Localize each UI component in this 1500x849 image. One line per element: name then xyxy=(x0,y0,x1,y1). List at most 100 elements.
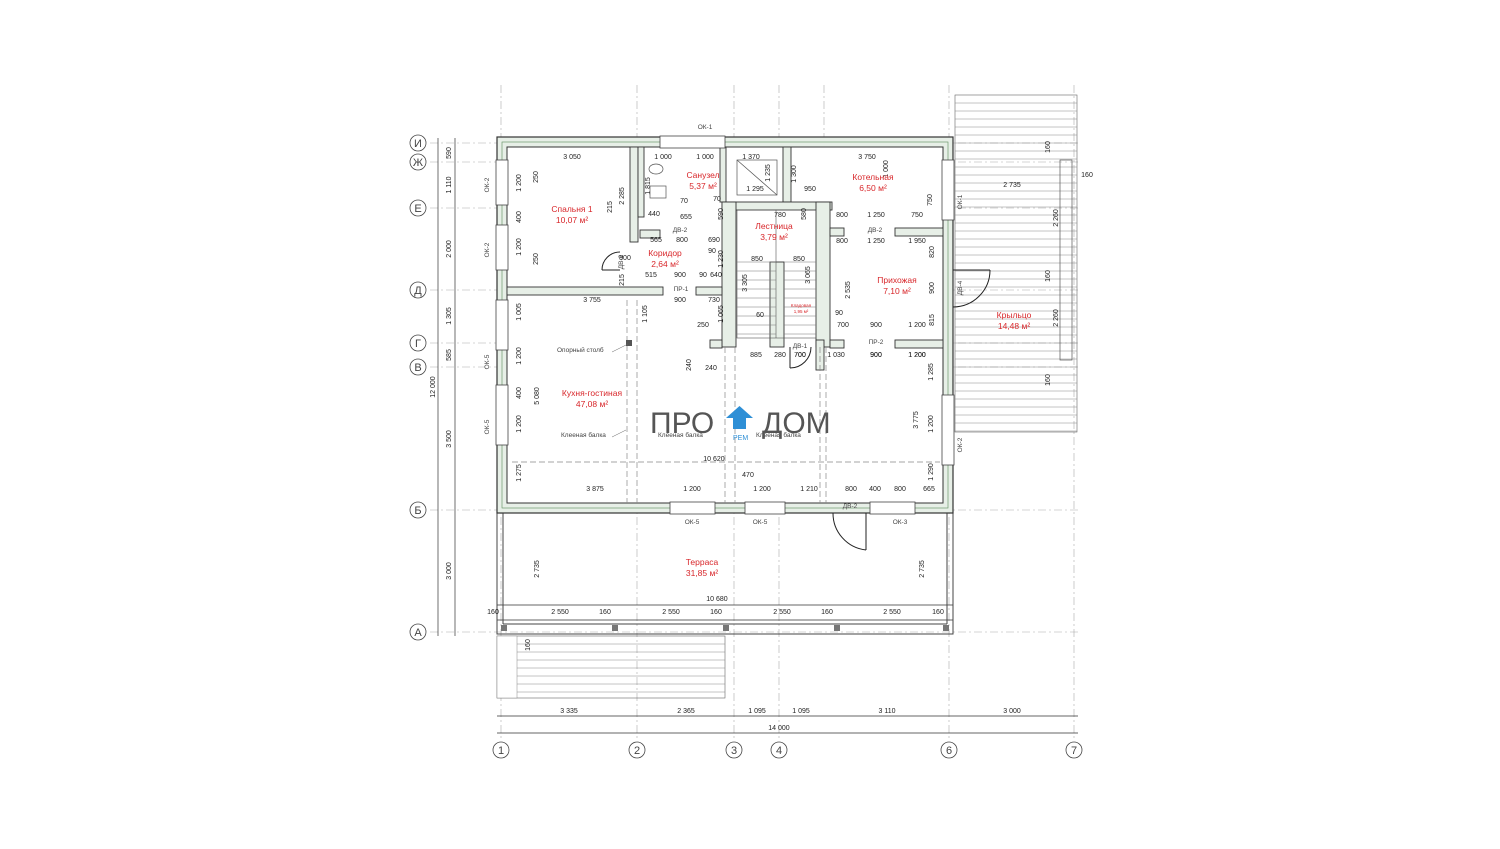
col-axis-3: 3 xyxy=(725,741,743,759)
dim-misc: 2 535 xyxy=(845,281,852,299)
room-area: 10,07 м² xyxy=(556,215,588,225)
dim-top-wall: 1 000 xyxy=(654,154,672,161)
dim-misc: 780 xyxy=(774,212,786,219)
col-axis-7: 7 xyxy=(1065,741,1083,759)
dim-bottom-wall: 800 xyxy=(845,486,857,493)
dim-misc: 590 xyxy=(718,208,725,220)
dim-bottom-wall: 665 xyxy=(923,486,935,493)
dim-misc: 900 xyxy=(870,322,882,329)
label-support-post: Опорный столб xyxy=(557,346,604,354)
dim-misc: 690 xyxy=(708,237,720,244)
dim-misc: 1 295 xyxy=(746,186,764,193)
dim-misc: 1 200 xyxy=(908,352,926,359)
label-opening-pr1: ПР-1 xyxy=(674,286,689,293)
dim-misc: 1 000 xyxy=(883,160,890,178)
dim-left-total: 12 000 xyxy=(430,376,437,398)
bathroom-fixtures xyxy=(648,159,778,199)
dim-kitchen-right-wall: 1 285 xyxy=(928,363,935,381)
dim-left-span: 3 000 xyxy=(446,562,453,580)
row-axis-label: Е xyxy=(414,203,421,215)
room-name: Спальня 1 xyxy=(551,204,593,214)
room-name: Кладовая xyxy=(791,303,812,308)
dim-misc: 250 xyxy=(533,253,540,265)
label-door-dv1: ДВ-1 xyxy=(793,343,808,350)
dim-misc: 885 xyxy=(750,352,762,359)
dim-bottom-span: 2 365 xyxy=(677,708,695,715)
dim-misc: 900 xyxy=(929,282,936,294)
room-area: 31,85 м² xyxy=(686,568,718,578)
room-area: 14,48 м² xyxy=(998,321,1030,331)
dim-kitchen-left: 1 200 xyxy=(516,415,523,433)
room-name: Коридор xyxy=(648,248,682,258)
label-window-ok2-a: ОК-2 xyxy=(484,177,491,192)
dim-bottom-total: 14 000 xyxy=(768,725,790,732)
dim-kitchen-left: 1 200 xyxy=(516,347,523,365)
dim-terrace-total: 10 680 xyxy=(706,596,728,603)
room-bedroom: Спальня 110,07 м² xyxy=(551,204,593,225)
dim-left-span: 2 000 xyxy=(446,240,453,258)
room-area: 3,79 м² xyxy=(760,232,788,242)
dim-misc: 440 xyxy=(648,211,660,218)
dim-misc: 900 xyxy=(674,297,686,304)
row-axis-3: Е xyxy=(409,199,427,217)
dim-terrace-span: 2 550 xyxy=(662,609,680,616)
dim-bottom-wall: 1 200 xyxy=(753,486,771,493)
dim-kitchen-right-wall: 1 290 xyxy=(928,463,935,481)
dim-misc: 750 xyxy=(927,194,934,206)
dim-bottom-span: 3 110 xyxy=(879,708,896,715)
room-name: Прихожая xyxy=(877,275,917,285)
dim-top-wall: 3 750 xyxy=(858,154,876,161)
col-axis-label: 6 xyxy=(946,745,952,757)
col-axis-label: 2 xyxy=(634,745,640,757)
col-axis-6: 6 xyxy=(940,741,958,759)
dim-left-span: 1 305 xyxy=(446,307,453,325)
dim-misc: 240 xyxy=(705,365,717,372)
dim-misc: 700 xyxy=(794,352,806,359)
dim-porch: 160 xyxy=(1045,141,1052,153)
row-axis-label: Ж xyxy=(413,157,423,169)
dim-kitchen-width: 10 620 xyxy=(703,456,725,463)
label-beam-3: Клееная балка xyxy=(756,431,801,439)
dim-misc: 900 xyxy=(674,272,686,279)
dim-misc: 1 950 xyxy=(908,238,926,245)
room-area: 5,37 м² xyxy=(689,181,717,191)
dim-bottom-span: 3 000 xyxy=(1003,708,1021,715)
dim-misc: 240 xyxy=(686,359,693,371)
room-name: Крыльцо xyxy=(997,310,1032,320)
dim-terrace-span: 2 550 xyxy=(773,609,791,616)
doors xyxy=(601,251,991,551)
logo: ПРО ДОМ РЕМ xyxy=(650,406,831,442)
col-axis-label: 3 xyxy=(731,745,737,757)
dim-terrace-post: 160 xyxy=(599,609,611,616)
dim-bedroom-left: 1 200 xyxy=(516,238,523,256)
room-area: 1,95 м² xyxy=(794,309,809,314)
label-door-dv2-a: ДВ-2 xyxy=(673,227,688,234)
dim-porch: 2 260 xyxy=(1053,209,1060,227)
dim-misc: 1 200 xyxy=(908,322,926,329)
dim-misc: 250 xyxy=(697,322,709,329)
col-axis-label: 4 xyxy=(776,745,782,757)
dim-bottom-wall: 3 875 xyxy=(586,486,604,493)
col-axis-1: 1 xyxy=(492,741,510,759)
dimension-lines xyxy=(437,138,1078,734)
dim-terrace-post: 160 xyxy=(487,609,499,616)
col-axis-4: 4 xyxy=(770,741,788,759)
dim-misc: 1 200 xyxy=(908,352,926,359)
column-axis-markers: 1 2 3 4 6 7 xyxy=(492,741,1083,759)
dim-misc: 700 xyxy=(837,322,849,329)
terrace-posts xyxy=(501,625,949,631)
row-axis-label: В xyxy=(414,362,421,374)
dim-misc: 280 xyxy=(774,352,786,359)
dim-top-wall: 1 370 xyxy=(742,154,760,161)
staircase xyxy=(736,209,817,339)
room-name: Терраса xyxy=(686,557,719,567)
room-name: Кухня-гостиная xyxy=(562,388,623,398)
row-axis-label: И xyxy=(414,138,422,150)
dim-left-span: 3 500 xyxy=(446,430,453,448)
row-axis-label: Г xyxy=(415,338,421,350)
dim-terrace-height: 2 735 xyxy=(534,560,541,578)
